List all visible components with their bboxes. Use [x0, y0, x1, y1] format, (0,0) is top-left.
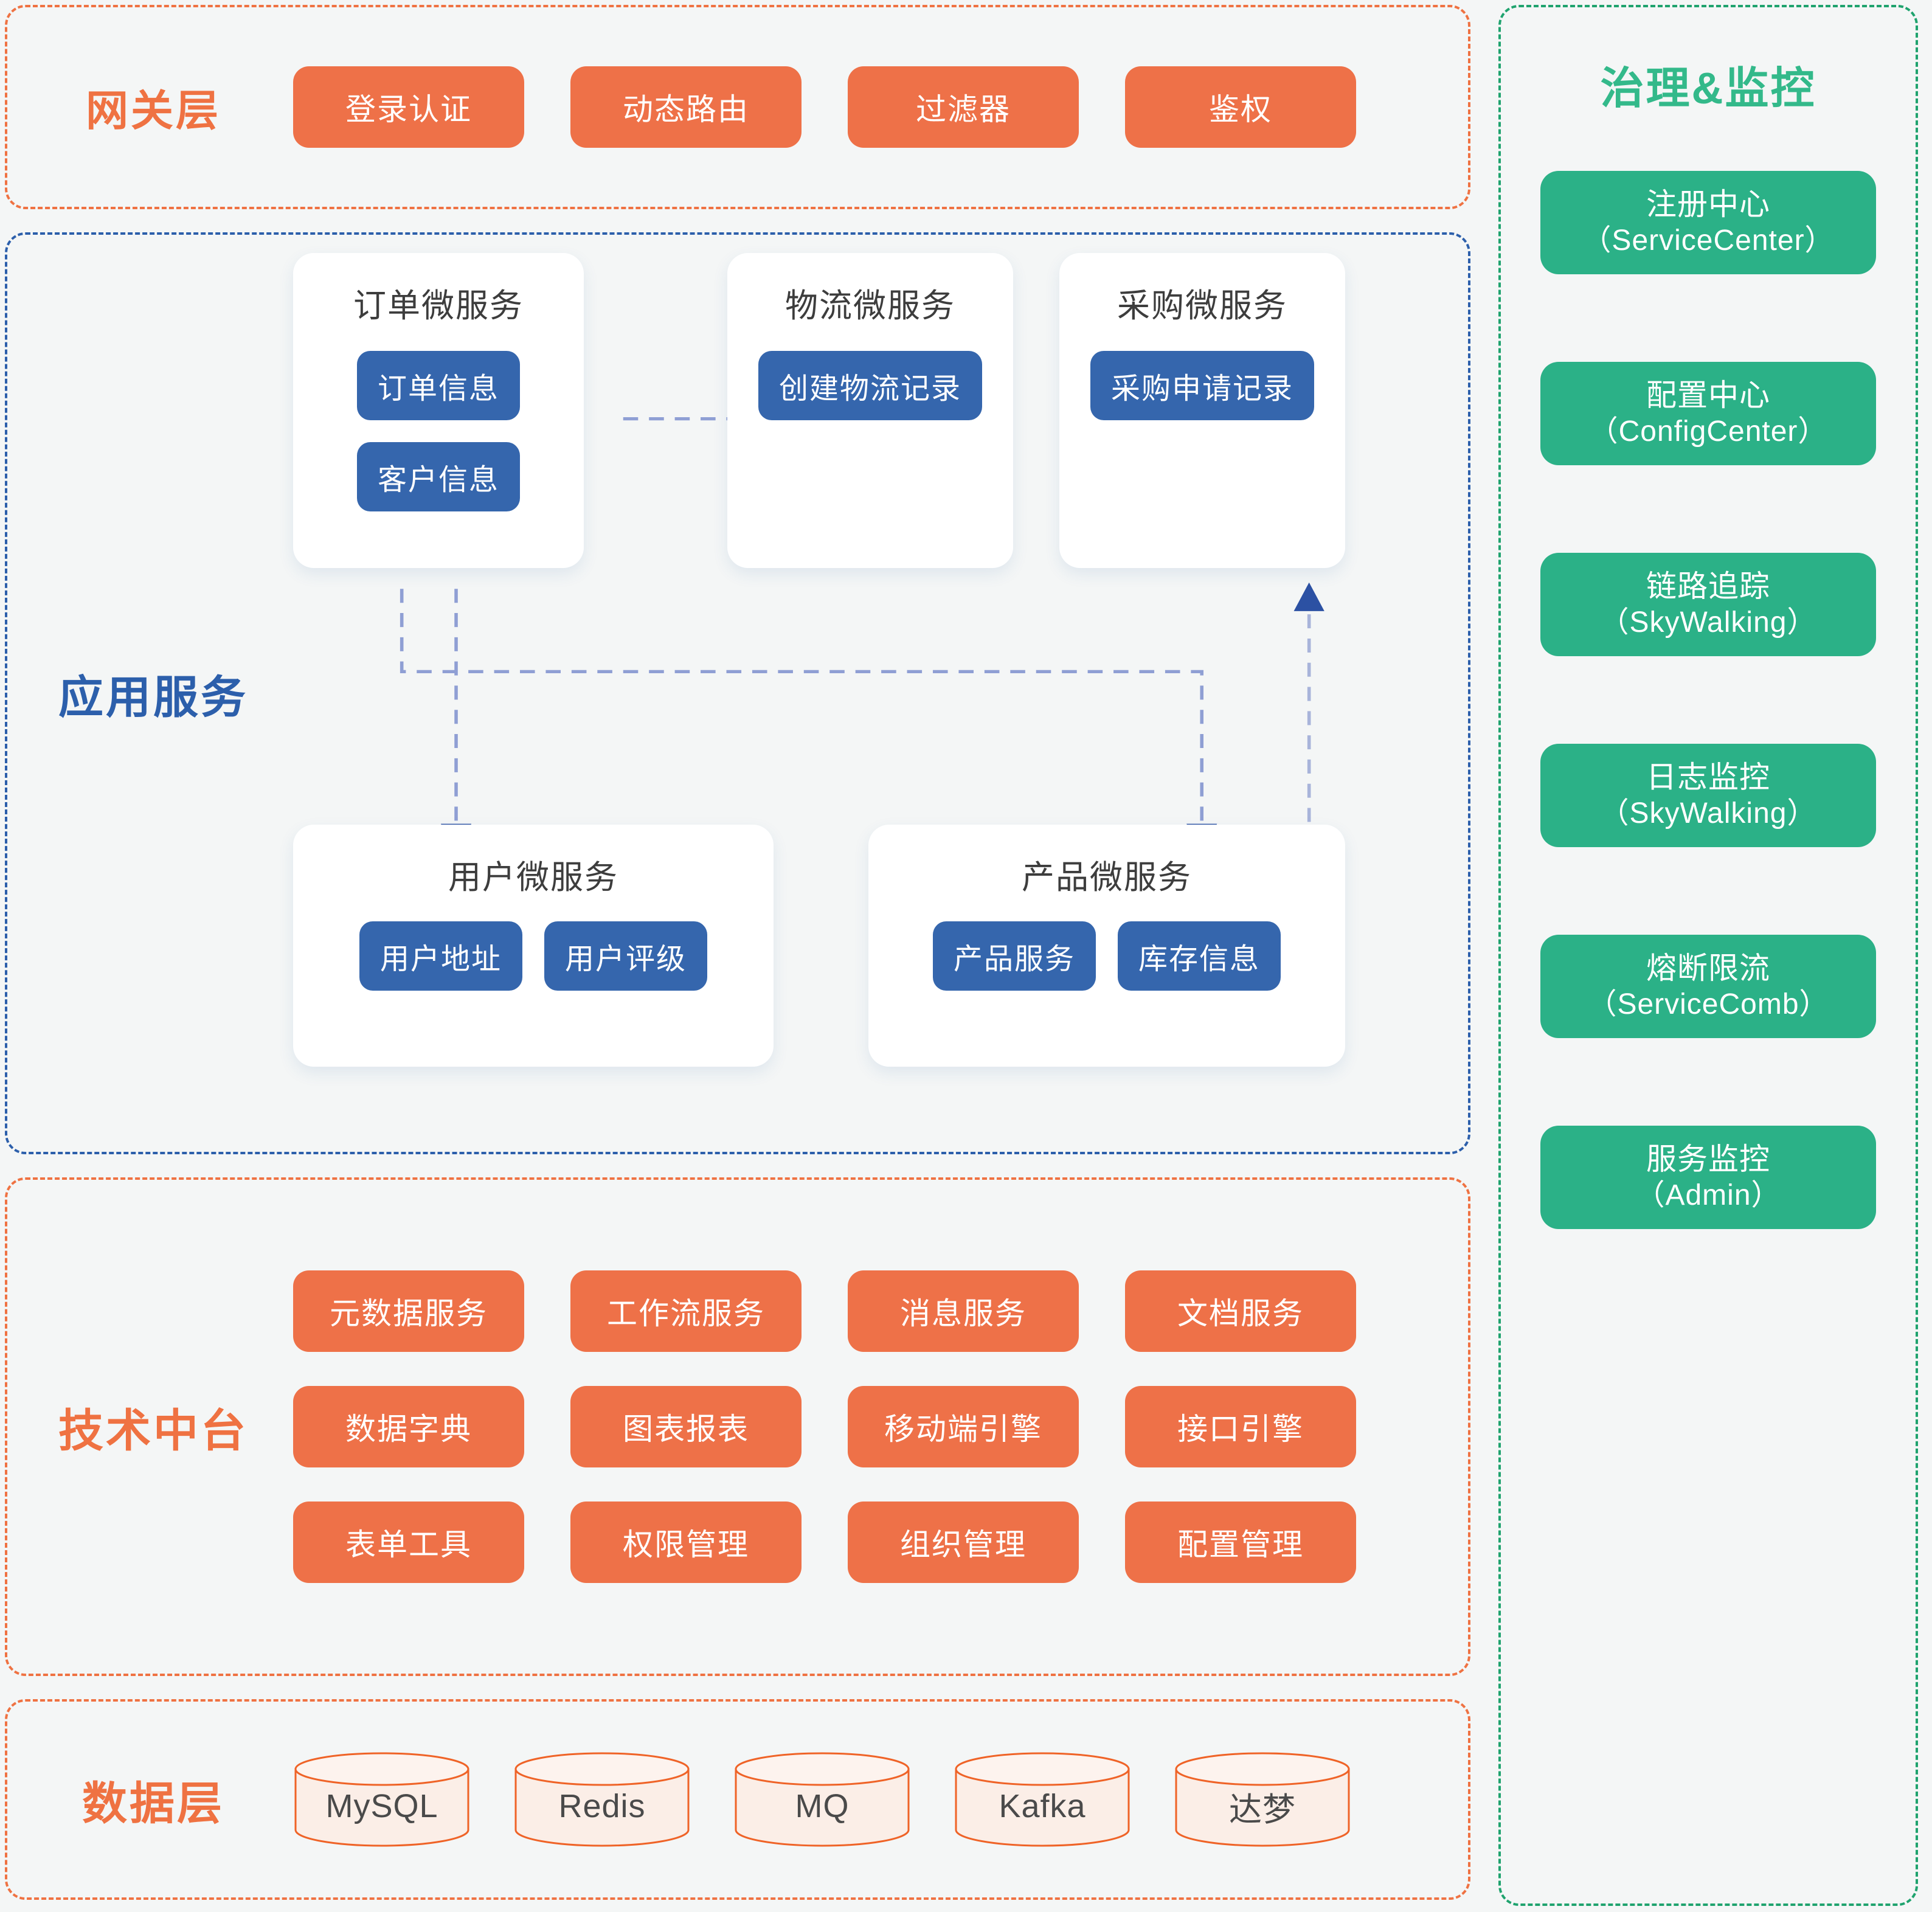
- application-canvas: 订单微服务 订单信息 客户信息 物流微服务 创建物流记录 采购微服务: [293, 235, 1468, 1152]
- governance-item-config-center-cn: 配置中心: [1646, 378, 1770, 413]
- application-service-layer: 应用服务: [5, 232, 1470, 1154]
- chip-purchase-request-record[interactable]: 采购申请记录: [1090, 351, 1314, 420]
- cylinder-icon: [955, 1752, 1130, 1847]
- governance-item-service-monitor-en: （Admin）: [1635, 1179, 1781, 1212]
- governance-item-tracing[interactable]: 链路追踪 （SkyWalking）: [1540, 553, 1876, 656]
- chip-customer-info[interactable]: 客户信息: [356, 442, 520, 511]
- cylinder-icon: [735, 1752, 910, 1847]
- gateway-item-login-auth[interactable]: 登录认证: [293, 66, 524, 148]
- governance-item-service-center-cn: 注册中心: [1646, 187, 1770, 222]
- gateway-items: 登录认证 动态路由 过滤器 鉴权: [293, 66, 1356, 148]
- database-mysql[interactable]: MySQL: [293, 1751, 471, 1848]
- governance-items: 注册中心 （ServiceCenter） 配置中心 （ConfigCenter）…: [1501, 171, 1916, 1229]
- gateway-item-filter[interactable]: 过滤器: [848, 66, 1079, 148]
- gateway-layer: 网关层 登录认证 动态路由 过滤器 鉴权: [5, 5, 1470, 209]
- gateway-item-dynamic-route[interactable]: 动态路由: [570, 66, 802, 148]
- tech-item-organization-mgmt[interactable]: 组织管理: [848, 1502, 1079, 1583]
- service-card-user-chips: 用户地址 用户评级: [359, 921, 708, 991]
- chip-user-rating[interactable]: 用户评级: [544, 921, 708, 991]
- gateway-layer-label: 网关层: [86, 86, 221, 134]
- tech-item-permission-mgmt[interactable]: 权限管理: [570, 1502, 802, 1583]
- application-layer-label: 应用服务: [58, 671, 248, 722]
- service-card-user-title: 用户微服务: [448, 859, 618, 896]
- service-card-order[interactable]: 订单微服务 订单信息 客户信息: [293, 253, 584, 568]
- chip-create-logistics-record[interactable]: 创建物流记录: [758, 351, 982, 420]
- tech-item-workflow-service[interactable]: 工作流服务: [570, 1270, 802, 1352]
- governance-item-config-center-en: （ConfigCenter）: [1588, 415, 1828, 448]
- database-kafka-label: Kafka: [999, 1788, 1086, 1824]
- governance-item-service-monitor[interactable]: 服务监控 （Admin）: [1540, 1126, 1876, 1229]
- service-card-product-title: 产品微服务: [1022, 859, 1192, 896]
- service-card-purchase-chips: 采购申请记录: [1090, 351, 1314, 420]
- tech-item-chart-report[interactable]: 图表报表: [570, 1386, 802, 1467]
- governance-item-circuit-breaker-en: （ServiceComb）: [1587, 988, 1829, 1021]
- governance-item-service-center-en: （ServiceCenter）: [1582, 224, 1835, 257]
- tech-item-config-mgmt[interactable]: 配置管理: [1125, 1502, 1356, 1583]
- database-kafka[interactable]: Kafka: [954, 1751, 1131, 1848]
- tech-platform-label: 技术中台: [58, 1405, 248, 1456]
- database-dameng-label: 达梦: [1229, 1791, 1296, 1828]
- tech-item-message-service[interactable]: 消息服务: [848, 1270, 1079, 1352]
- service-card-logistics[interactable]: 物流微服务 创建物流记录: [727, 253, 1013, 568]
- service-card-order-chips: 订单信息 客户信息: [356, 351, 520, 511]
- governance-item-log-monitor[interactable]: 日志监控 （SkyWalking）: [1540, 744, 1876, 847]
- service-card-logistics-chips: 创建物流记录: [758, 351, 982, 420]
- chip-product-service[interactable]: 产品服务: [932, 921, 1096, 991]
- governance-monitoring-panel: 治理&监控 注册中心 （ServiceCenter） 配置中心 （ConfigC…: [1498, 5, 1918, 1906]
- tech-item-mobile-engine[interactable]: 移动端引擎: [848, 1386, 1079, 1467]
- governance-item-circuit-breaker[interactable]: 熔断限流 （ServiceComb）: [1540, 935, 1876, 1038]
- database-dameng[interactable]: 达梦: [1174, 1751, 1351, 1848]
- chip-order-info[interactable]: 订单信息: [356, 351, 520, 420]
- tech-platform-items: 元数据服务 工作流服务 消息服务 文档服务 数据字典 图表报表 移动端引擎 接口…: [293, 1270, 1356, 1583]
- tech-item-document-service[interactable]: 文档服务: [1125, 1270, 1356, 1352]
- governance-item-service-monitor-cn: 服务监控: [1646, 1142, 1770, 1177]
- service-card-product[interactable]: 产品微服务 产品服务 库存信息: [868, 825, 1345, 1067]
- gateway-item-authorization[interactable]: 鉴权: [1125, 66, 1356, 148]
- database-list: MySQL Redis MQ: [293, 1751, 1351, 1848]
- chip-user-address[interactable]: 用户地址: [359, 921, 522, 991]
- service-card-product-chips: 产品服务 库存信息: [932, 921, 1281, 991]
- cylinder-icon: [294, 1752, 469, 1847]
- tech-item-data-dictionary[interactable]: 数据字典: [293, 1386, 524, 1467]
- service-card-logistics-title: 物流微服务: [785, 288, 955, 324]
- tech-item-metadata-service[interactable]: 元数据服务: [293, 1270, 524, 1352]
- database-mq[interactable]: MQ: [733, 1751, 911, 1848]
- data-layer: 数据层 MySQL Redis: [5, 1699, 1470, 1900]
- tech-platform-layer: 技术中台 元数据服务 工作流服务 消息服务 文档服务 数据字典 图表报表 移动端…: [5, 1177, 1470, 1676]
- data-layer-label: 数据层: [82, 1778, 224, 1829]
- governance-panel-title: 治理&监控: [1600, 64, 1816, 113]
- left-column: 网关层 登录认证 动态路由 过滤器 鉴权 应用服务: [5, 5, 1470, 1906]
- database-redis[interactable]: Redis: [513, 1751, 691, 1848]
- cylinder-icon: [514, 1752, 690, 1847]
- tech-item-form-tool[interactable]: 表单工具: [293, 1502, 524, 1583]
- governance-item-circuit-breaker-cn: 熔断限流: [1646, 951, 1770, 986]
- database-mysql-label: MySQL: [325, 1788, 438, 1824]
- database-mq-label: MQ: [795, 1788, 850, 1824]
- service-card-user[interactable]: 用户微服务 用户地址 用户评级: [293, 825, 774, 1067]
- chip-inventory-info[interactable]: 库存信息: [1118, 921, 1281, 991]
- governance-item-tracing-cn: 链路追踪: [1646, 569, 1770, 604]
- tech-item-interface-engine[interactable]: 接口引擎: [1125, 1386, 1356, 1467]
- service-card-order-title: 订单微服务: [353, 288, 524, 324]
- service-card-purchase[interactable]: 采购微服务 采购申请记录: [1059, 253, 1345, 568]
- service-card-purchase-title: 采购微服务: [1117, 288, 1287, 324]
- governance-item-config-center[interactable]: 配置中心 （ConfigCenter）: [1540, 362, 1876, 465]
- governance-item-service-center[interactable]: 注册中心 （ServiceCenter）: [1540, 171, 1876, 274]
- database-redis-label: Redis: [558, 1788, 646, 1824]
- governance-item-log-monitor-cn: 日志监控: [1646, 760, 1770, 795]
- governance-item-log-monitor-en: （SkyWalking）: [1599, 797, 1817, 830]
- cylinder-icon: [1175, 1752, 1350, 1847]
- governance-item-tracing-en: （SkyWalking）: [1599, 606, 1817, 639]
